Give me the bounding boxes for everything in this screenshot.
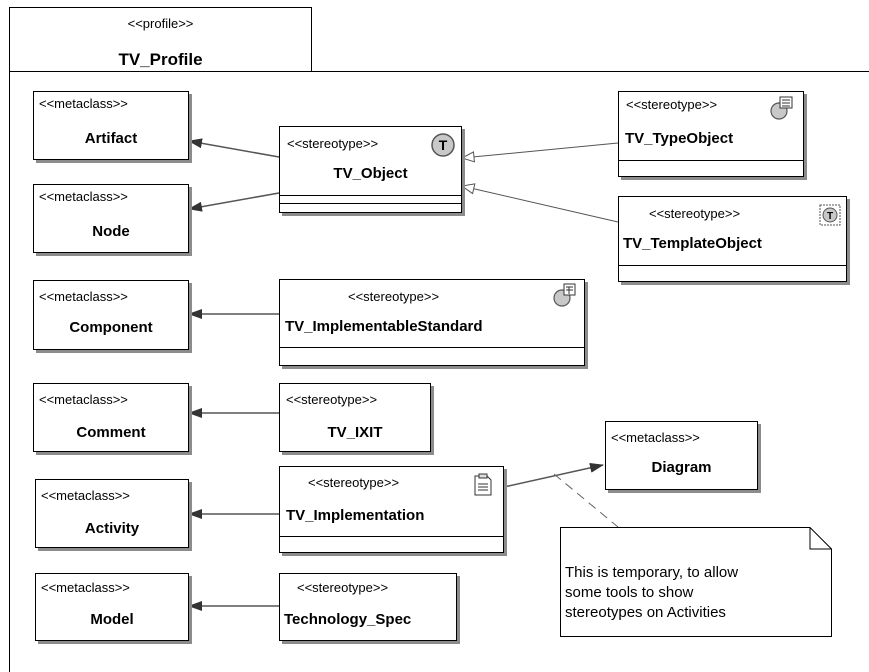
stereotype-name: TV_TemplateObject [623,235,762,252]
stereotype-technology-spec[interactable]: <<stereotype>> Technology_Spec [279,573,457,641]
generalization-typeobject-tvobject[interactable] [462,142,619,158]
tagged-value-circle-icon: T [431,133,455,157]
metaclass-name: Artifact [84,130,138,147]
metaclass-component[interactable]: <<metaclass>> Component [33,280,189,350]
stereotype-label: <<stereotype>> [286,392,378,407]
stereotype-label: <<stereotype>> [649,206,741,221]
attribute-separator [280,347,584,348]
metaclass-node[interactable]: <<metaclass>> Node [33,184,189,253]
stereotype-name: TV_TypeObject [625,130,734,147]
metaclass-comment[interactable]: <<metaclass>> Comment [33,383,189,452]
implementation-document-icon [474,473,492,496]
metaclass-stereotype-label: <<metaclass>> [39,189,128,204]
metaclass-name: Activity [84,520,140,537]
stereotype-name: TV_IXIT [327,424,383,441]
metaclass-name: Diagram [651,459,712,476]
extension-implementation-diagram[interactable] [503,462,604,488]
connector-layer [188,138,619,611]
generalization-templateobject-tvobject[interactable] [462,186,619,223]
metaclass-stereotype-label: <<metaclass>> [41,488,130,503]
stereotype-name: TV_Object [333,165,408,182]
profile-package-tab[interactable]: <<profile>> TV_Profile [9,7,312,71]
stereotype-tv-implementation[interactable]: <<stereotype>> TV_Implementation [279,466,504,553]
type-object-icon [770,96,793,120]
stereotype-name: TV_Implementation [286,507,425,524]
metaclass-diagram[interactable]: <<metaclass>> Diagram [605,421,758,490]
implementable-standard-icon [553,283,576,307]
metaclass-stereotype-label: <<metaclass>> [611,430,700,445]
note-line: stereotypes on Activities [565,604,726,621]
metaclass-name: Comment [76,424,146,441]
icon-letter: T [827,211,833,222]
stereotype-label: <<stereotype>> [287,136,379,151]
attribute-separator [280,195,461,196]
stereotype-tv-typeobject[interactable]: <<stereotype>> TV_TypeObject [618,91,804,177]
metaclass-stereotype-label: <<metaclass>> [39,392,128,407]
stereotype-label: <<stereotype>> [297,580,389,595]
stereotype-tv-implementablestandard[interactable]: <<stereotype>> TV_ImplementableStandard [279,279,585,366]
metaclass-name: Node [92,223,130,240]
profile-name: TV_Profile [118,50,203,69]
profile-stereotype-label: <<profile>> [127,16,194,31]
extension-tvobject-node[interactable] [188,192,280,212]
metaclass-artifact[interactable]: <<metaclass>> Artifact [33,91,189,160]
stereotype-name: Technology_Spec [284,611,412,628]
metaclass-name: Model [90,611,134,628]
attribute-separator [619,160,803,161]
note-outline [560,527,832,637]
stereotype-label: <<stereotype>> [308,475,400,490]
stereotype-name: TV_ImplementableStandard [285,318,483,335]
operation-separator [280,203,461,204]
metaclass-stereotype-label: <<metaclass>> [39,289,128,304]
profile-package-body [9,71,869,672]
stereotype-tv-templateobject[interactable]: <<stereotype>> T TV_TemplateObject [618,196,847,282]
comment-note[interactable]: This is temporary, to allow some tools t… [560,527,832,637]
template-object-icon: T [819,204,841,226]
note-text: This is temporary, to allow some tools t… [565,563,738,623]
icon-letter: T [439,137,448,153]
metaclass-activity[interactable]: <<metaclass>> Activity [35,479,189,548]
note-line: This is temporary, to allow [565,564,739,581]
metaclass-stereotype-label: <<metaclass>> [39,96,128,111]
attribute-separator [280,536,503,537]
attribute-separator [619,265,846,266]
extension-tvobject-artifact[interactable] [188,138,280,158]
metaclass-name: Component [69,319,153,336]
metaclass-model[interactable]: <<metaclass>> Model [35,573,189,641]
note-line: some tools to show [565,584,694,601]
stereotype-label: <<stereotype>> [348,289,440,304]
stereotype-tv-object[interactable]: <<stereotype>> T TV_Object [279,126,462,213]
stereotype-label: <<stereotype>> [626,97,718,112]
metaclass-stereotype-label: <<metaclass>> [41,580,130,595]
stereotype-tv-ixit[interactable]: <<stereotype>> TV_IXIT [279,383,431,452]
